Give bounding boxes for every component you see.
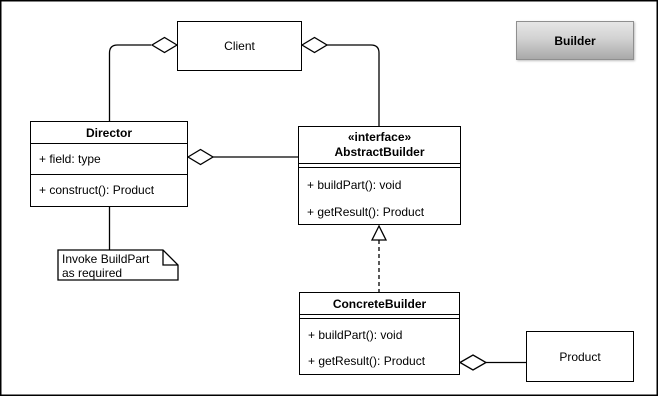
class-abstractbuilder-method1: + buildPart(): void [307,177,402,192]
aggregation-diamond-icon [458,354,488,371]
empty-attributes-section [299,164,460,168]
class-director-title: Director [31,122,187,144]
aggregation-diamond-icon [186,148,215,166]
realization-triangle-icon [370,224,388,241]
class-client-label: Client [224,39,255,53]
aggregation-diamond-icon [300,36,329,54]
class-abstractbuilder-title: AbstractBuilder [334,145,425,159]
note-text: Invoke BuildPart as required [62,252,150,280]
class-abstractbuilder-header: «interface» AbstractBuilder [299,127,460,164]
class-director: Director + field: type + construct(): Pr… [30,121,188,207]
edge-client-abstractbuilder [327,44,380,126]
pattern-title-box: Builder [516,21,634,60]
class-abstractbuilder: «interface» AbstractBuilder + buildPart(… [298,126,461,225]
class-client: Client [177,21,302,71]
aggregation-diamond-icon [150,36,179,54]
note-fold-icon [162,250,178,266]
class-abstractbuilder-stereotype: «interface» [347,130,412,144]
class-concretebuilder-title: ConcreteBuilder [300,293,459,315]
class-director-method: + construct(): Product [39,182,155,197]
edge-client-director [108,44,151,121]
class-concretebuilder-method2: + getResult(): Product [308,354,426,368]
class-product-label: Product [559,349,601,364]
empty-attributes-section [300,315,459,319]
class-product: Product [526,331,634,382]
class-abstractbuilder-method2: + getResult(): Product [307,204,425,219]
pattern-title-label: Builder [554,33,596,48]
class-concretebuilder-method1: + buildPart(): void [308,328,403,342]
class-director-attribute: + field: type [31,144,187,175]
class-concretebuilder: ConcreteBuilder + buildPart(): void + ge… [299,292,460,375]
note-shape [57,249,179,281]
